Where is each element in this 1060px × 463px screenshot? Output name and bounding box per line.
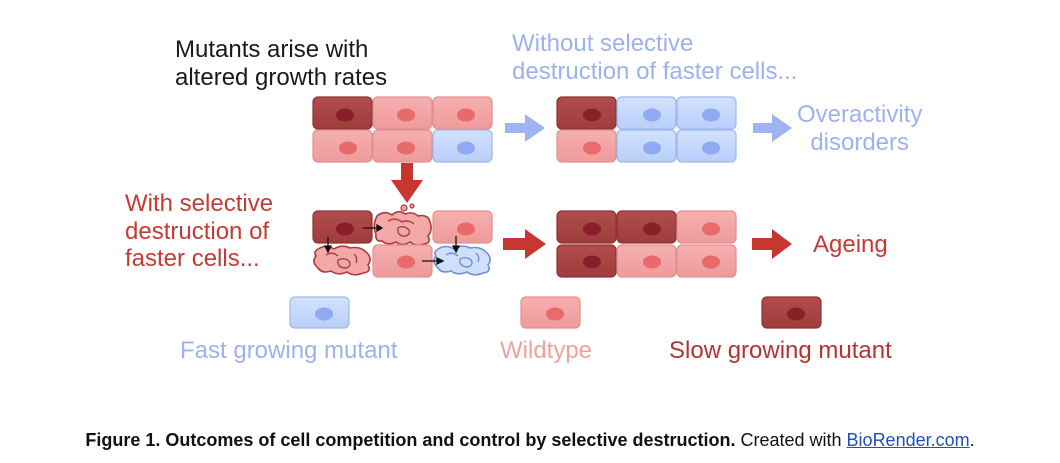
wildtype-cell <box>676 244 737 278</box>
tissue-bottom-left <box>312 203 493 278</box>
label-line: destruction of <box>125 217 270 245</box>
legend-slow-label: Slow growing mutant <box>669 337 892 364</box>
wildtype-cell <box>616 244 677 278</box>
fast-cell <box>432 129 493 163</box>
biorender-link[interactable]: BioRender.com <box>846 430 970 450</box>
slow-cell <box>556 210 617 244</box>
wildtype-cell <box>372 129 433 163</box>
wildtype-cell <box>372 244 433 278</box>
caption-text: Created with <box>735 430 847 450</box>
dying-wildtype-cell <box>313 245 371 276</box>
slow-cell <box>312 210 373 244</box>
push-arrows <box>323 223 461 266</box>
legend-slow-cell <box>761 296 822 329</box>
label-without-selective: Without selective destruction of faster … <box>512 30 797 85</box>
wildtype-cell <box>312 129 373 163</box>
fast-cell <box>676 129 737 163</box>
label-mutants-arise: Mutants arise with altered growth rates <box>175 36 387 91</box>
fast-cell <box>616 96 677 130</box>
dying-wildtype-cell <box>373 203 432 246</box>
wildtype-cell <box>556 129 617 163</box>
arrow-right-red <box>752 229 792 259</box>
dying-fast-cell <box>433 245 491 276</box>
arrow-down-red <box>391 163 423 203</box>
label-line: faster cells... <box>125 245 260 273</box>
legend-wildtype-label: Wildtype <box>500 337 593 364</box>
wildtype-cell <box>372 96 433 130</box>
arrow-right-red <box>503 229 546 259</box>
legend-fast-cell <box>289 296 350 329</box>
label-line: Mutants arise with <box>175 36 369 63</box>
label-line: altered growth rates <box>175 63 388 91</box>
label-line: disorders <box>810 128 910 156</box>
fast-cell <box>616 129 677 163</box>
tissue-bottom-right <box>556 210 737 278</box>
label-line: Without selective <box>512 30 694 57</box>
label-ageing: Ageing <box>813 231 888 258</box>
legend-fast-label: Fast growing mutant <box>180 337 398 364</box>
label-line: destruction of faster cells... <box>512 57 798 85</box>
arrow-right-blue <box>505 114 545 142</box>
tissue-top-right <box>556 96 737 163</box>
slow-cell <box>556 96 617 130</box>
arrow-right-blue <box>753 114 792 142</box>
figure-caption: Figure 1. Outcomes of cell competition a… <box>0 430 1060 451</box>
wildtype-cell <box>676 210 737 244</box>
caption-title: Figure 1. Outcomes of cell competition a… <box>85 430 736 450</box>
label-line: Overactivity <box>797 101 923 128</box>
tissue-top-left <box>312 96 493 163</box>
label-with-selective: With selective destruction of faster cel… <box>125 190 273 273</box>
slow-cell <box>556 244 617 278</box>
slow-cell <box>312 96 373 130</box>
slow-cell <box>616 210 677 244</box>
wildtype-cell <box>432 96 493 130</box>
legend-wildtype-cell <box>520 296 581 329</box>
caption-end: . <box>969 430 975 450</box>
label-line: With selective <box>125 190 274 217</box>
wildtype-cell <box>432 210 493 244</box>
label-overactivity: Overactivity disorders <box>797 101 922 156</box>
fast-cell <box>676 96 737 130</box>
